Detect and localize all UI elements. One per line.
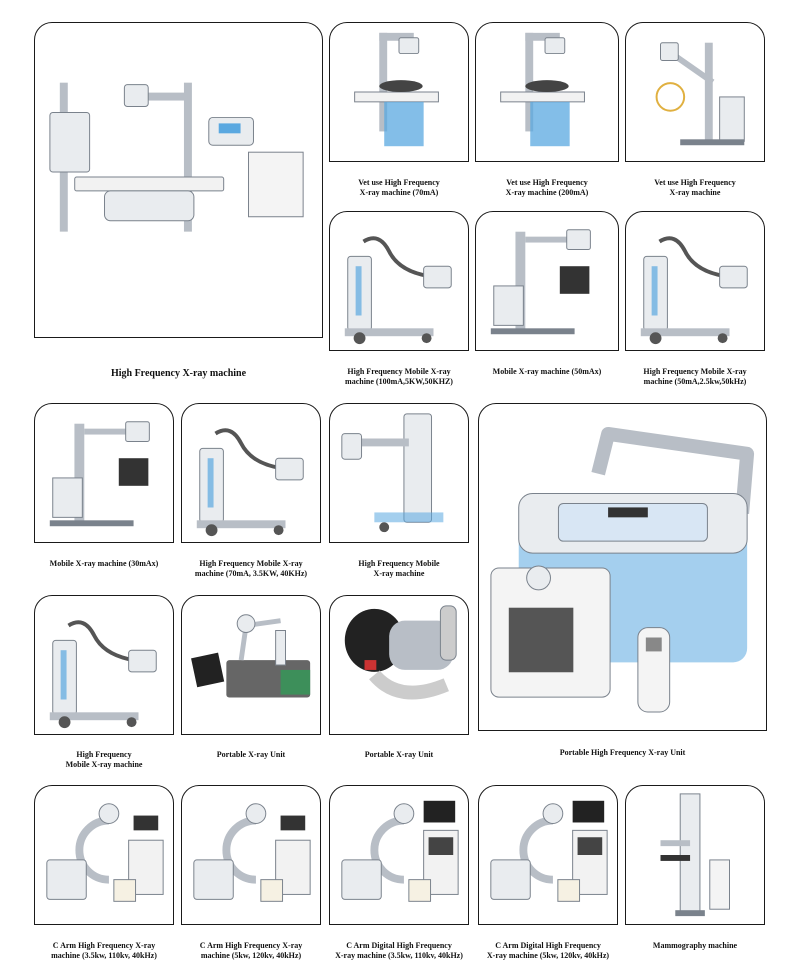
- product-card-p3[interactable]: [475, 22, 619, 162]
- product-card-p11[interactable]: [478, 403, 767, 731]
- handheld-xray-image: [344, 605, 457, 700]
- product-card-p19[interactable]: [625, 785, 765, 925]
- caption-p1: High Frequency X-ray machine: [110, 368, 247, 379]
- caption-p11: Portable High Frequency X-ray Unit: [559, 748, 686, 757]
- table-xray-machine-image: [49, 82, 304, 232]
- caption-p9: High Frequency Mobile X-ray machine (70m…: [194, 559, 308, 578]
- product-card-p8[interactable]: [34, 403, 174, 543]
- product-card-p1[interactable]: [34, 22, 323, 338]
- mobile-xray-70ma-image: [196, 428, 304, 537]
- portable-xray-case-image: [191, 614, 311, 698]
- product-card-p17[interactable]: [329, 785, 469, 925]
- caption-p10: High Frequency Mobile X-ray machine: [358, 559, 440, 578]
- caption-p18: C Arm Digital High Frequency X-ray machi…: [486, 941, 610, 960]
- mobile-xray-50max-image: [490, 229, 591, 335]
- caption-p4: Vet use High Frequency X-ray machine: [654, 178, 736, 197]
- caption-p16: C Arm High Frequency X-ray machine (5kw,…: [199, 941, 303, 960]
- caption-p7: High Frequency Mobile X-ray machine (50m…: [643, 367, 747, 386]
- product-card-p13[interactable]: [181, 595, 321, 735]
- c-arm-5kw-image: [193, 803, 311, 902]
- caption-p6: Mobile X-ray machine (50mAx): [492, 367, 602, 376]
- caption-p5: High Frequency Mobile X-ray machine (100…: [345, 367, 453, 386]
- mobile-xray-50ma-image: [640, 236, 748, 345]
- caption-p14: Portable X-ray Unit: [364, 750, 434, 759]
- caption-p19: Mammography machine: [652, 941, 738, 950]
- caption-p3: Vet use High Frequency X-ray machine (20…: [505, 178, 589, 197]
- product-card-p5[interactable]: [329, 211, 469, 351]
- product-card-p4[interactable]: [625, 22, 765, 162]
- c-arm-digital-5kw-image: [490, 800, 608, 902]
- mobile-xray-30max-image: [49, 421, 150, 527]
- product-card-p16[interactable]: [181, 785, 321, 925]
- product-card-p12[interactable]: [34, 595, 174, 735]
- product-card-p14[interactable]: [329, 595, 469, 735]
- portable-hf-xray-unit-image: [490, 426, 755, 713]
- vet-mobile-xray-image: [655, 42, 745, 146]
- mammography-machine-image: [660, 793, 730, 917]
- product-card-p7[interactable]: [625, 211, 765, 351]
- caption-p8: Mobile X-ray machine (30mAx): [49, 559, 159, 568]
- mobile-xray-100ma-image: [344, 236, 452, 345]
- caption-p17: C Arm Digital High Frequency X-ray machi…: [335, 941, 463, 960]
- product-card-p2[interactable]: [329, 22, 469, 162]
- vet-xray-200ma-image: [500, 32, 585, 147]
- caption-p12: High Frequency Mobile X-ray machine: [65, 750, 143, 769]
- product-card-p18[interactable]: [478, 785, 618, 925]
- caption-p2: Vet use High Frequency X-ray machine (70…: [358, 178, 440, 197]
- c-arm-3-5kw-image: [46, 803, 164, 902]
- c-arm-digital-3-5kw-image: [341, 800, 459, 902]
- mobile-column-xray-image: [341, 413, 444, 533]
- caption-p15: C Arm High Frequency X-ray machine (3.5k…: [51, 941, 157, 960]
- product-card-p6[interactable]: [475, 211, 619, 351]
- product-card-p10[interactable]: [329, 403, 469, 543]
- product-card-p9[interactable]: [181, 403, 321, 543]
- vet-xray-70ma-image: [354, 32, 439, 147]
- caption-p13: Portable X-ray Unit: [216, 750, 286, 759]
- product-card-p15[interactable]: [34, 785, 174, 925]
- hf-mobile-xray-image: [49, 620, 157, 729]
